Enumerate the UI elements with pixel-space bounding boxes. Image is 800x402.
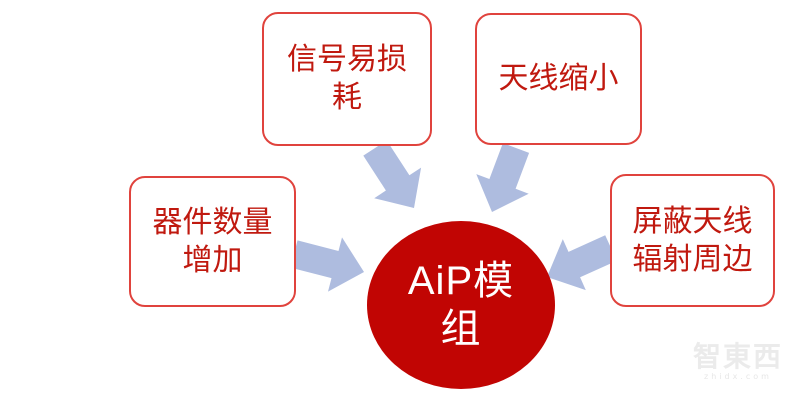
factor-label-line: 信号易损 bbox=[287, 42, 407, 77]
center-label-line: AiP模 bbox=[407, 259, 515, 303]
factor-box-antenna-shrink: 天线缩小 bbox=[475, 13, 642, 145]
watermark-logo: 智東西 bbox=[692, 340, 783, 373]
arrow-antenna-shrink-to-center bbox=[476, 143, 530, 212]
center-label-line: 组 bbox=[440, 307, 482, 351]
factor-box-shielding: 屏蔽天线 辐射周边 bbox=[610, 174, 775, 307]
factor-label-line: 辐射周边 bbox=[632, 241, 753, 277]
factor-box-device-count: 器件数量 增加 bbox=[129, 176, 296, 307]
factor-label-line: 耗 bbox=[332, 80, 362, 115]
arrow-signal-loss-to-center bbox=[363, 140, 422, 208]
factor-label-line: 屏蔽天线 bbox=[632, 203, 753, 239]
watermark: 智東西 zhidx.com bbox=[690, 342, 786, 382]
arrow-device-count-to-center bbox=[290, 237, 364, 292]
factor-label-line: 增加 bbox=[182, 242, 243, 278]
factor-label-line: 天线缩小 bbox=[498, 61, 619, 96]
center-node-aip-module: AiP模 组 bbox=[367, 221, 555, 389]
watermark-url: zhidx.com bbox=[704, 372, 772, 381]
factor-label-line: 器件数量 bbox=[152, 204, 273, 240]
arrow-shielding-to-center bbox=[547, 235, 617, 291]
factor-box-signal-loss: 信号易损 耗 bbox=[262, 12, 432, 146]
